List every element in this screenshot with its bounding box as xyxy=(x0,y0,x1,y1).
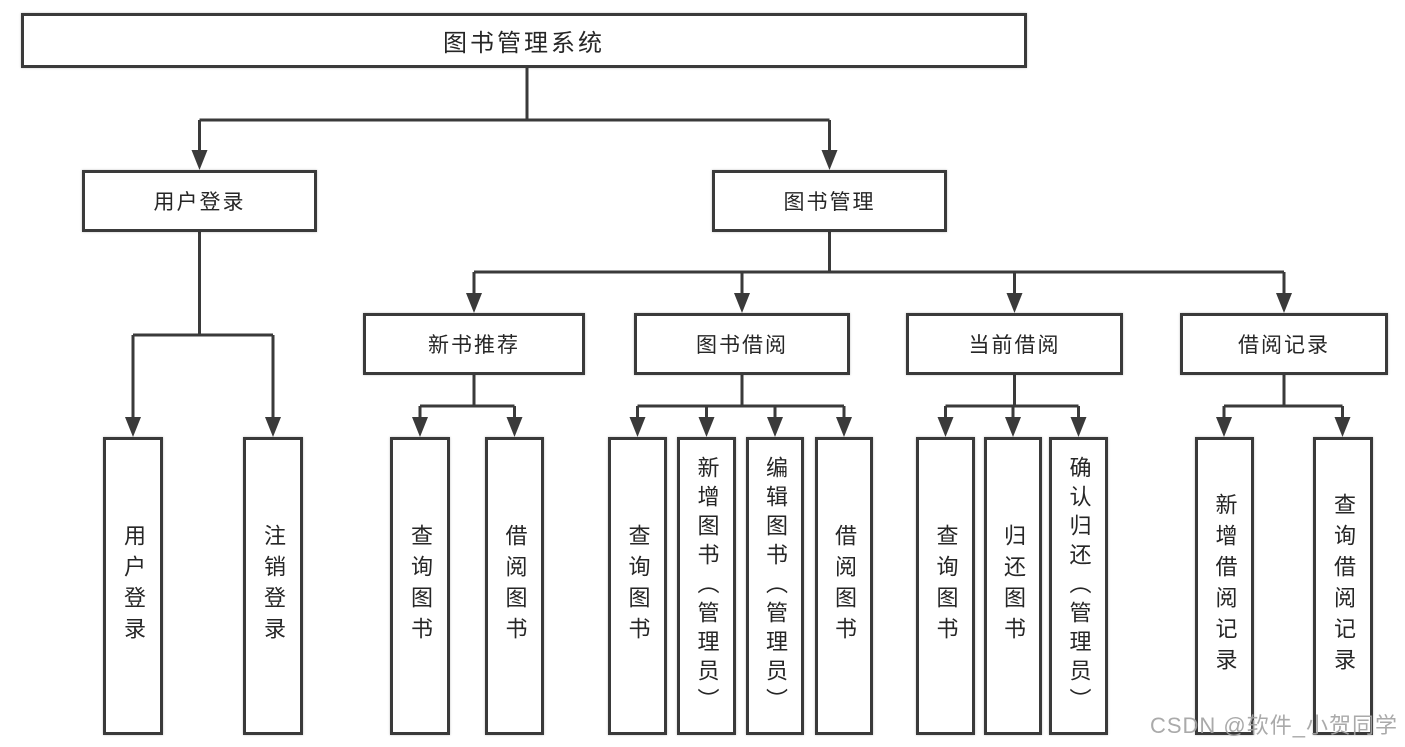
arrowhead xyxy=(937,417,954,437)
arrowhead xyxy=(1070,417,1087,437)
node-borrowing-records: 借阅记录 xyxy=(1180,313,1388,375)
arrowhead xyxy=(767,417,783,437)
connector-borrowing-to-leaves xyxy=(636,375,846,418)
connector-book-mgmt-to-level3 xyxy=(472,232,1286,294)
node-borrow-books-borrowing: 借阅图书 xyxy=(815,437,873,735)
node-add-borrow-record: 新增借阅记录 xyxy=(1195,437,1254,735)
node-current-borrowing: 当前借阅 xyxy=(906,313,1123,375)
node-query-borrow-record: 查询借阅记录 xyxy=(1313,437,1373,735)
node-new-book-recommend: 新书推荐 xyxy=(363,313,585,375)
arrowhead xyxy=(1216,417,1232,437)
node-borrow-books-recommend: 借阅图书 xyxy=(485,437,544,735)
node-user-login: 用户登录 xyxy=(82,170,317,232)
node-query-books-recommend: 查询图书 xyxy=(390,437,450,735)
arrowhead xyxy=(1006,293,1023,313)
node-book-management: 图书管理 xyxy=(712,170,947,232)
arrowhead xyxy=(191,150,208,170)
node-library-system: 图书管理系统 xyxy=(21,13,1027,68)
arrowhead xyxy=(506,417,523,437)
arrowhead xyxy=(698,417,715,437)
connector-user-login-to-leaves xyxy=(131,232,275,418)
arrowhead xyxy=(1276,293,1292,313)
arrowhead xyxy=(734,293,750,313)
node-book-borrowing: 图书借阅 xyxy=(634,313,850,375)
node-return-book: 归还图书 xyxy=(984,437,1042,735)
node-confirm-return-admin: 确认归还（管理员） xyxy=(1049,437,1108,735)
node-logout-action: 注销登录 xyxy=(243,437,303,735)
arrowhead xyxy=(125,417,141,437)
node-query-books-current: 查询图书 xyxy=(916,437,975,735)
connector-records-to-leaves xyxy=(1222,375,1344,418)
arrowhead xyxy=(1334,417,1351,437)
node-user-login-action: 用户登录 xyxy=(103,437,163,735)
arrowhead xyxy=(1005,417,1021,437)
arrowhead xyxy=(821,150,838,170)
connector-current-to-leaves xyxy=(944,375,1080,418)
connector-new-book-to-leaves xyxy=(418,375,516,418)
connector-root-to-level2 xyxy=(198,68,831,151)
arrowhead xyxy=(265,417,281,437)
node-edit-book-admin: 编辑图书（管理员） xyxy=(746,437,804,735)
arrowhead xyxy=(412,417,428,437)
node-add-book-admin: 新增图书（管理员） xyxy=(677,437,736,735)
node-query-books-borrowing: 查询图书 xyxy=(608,437,667,735)
arrowhead xyxy=(629,417,646,437)
arrowhead xyxy=(466,293,482,313)
arrowhead xyxy=(836,417,852,437)
